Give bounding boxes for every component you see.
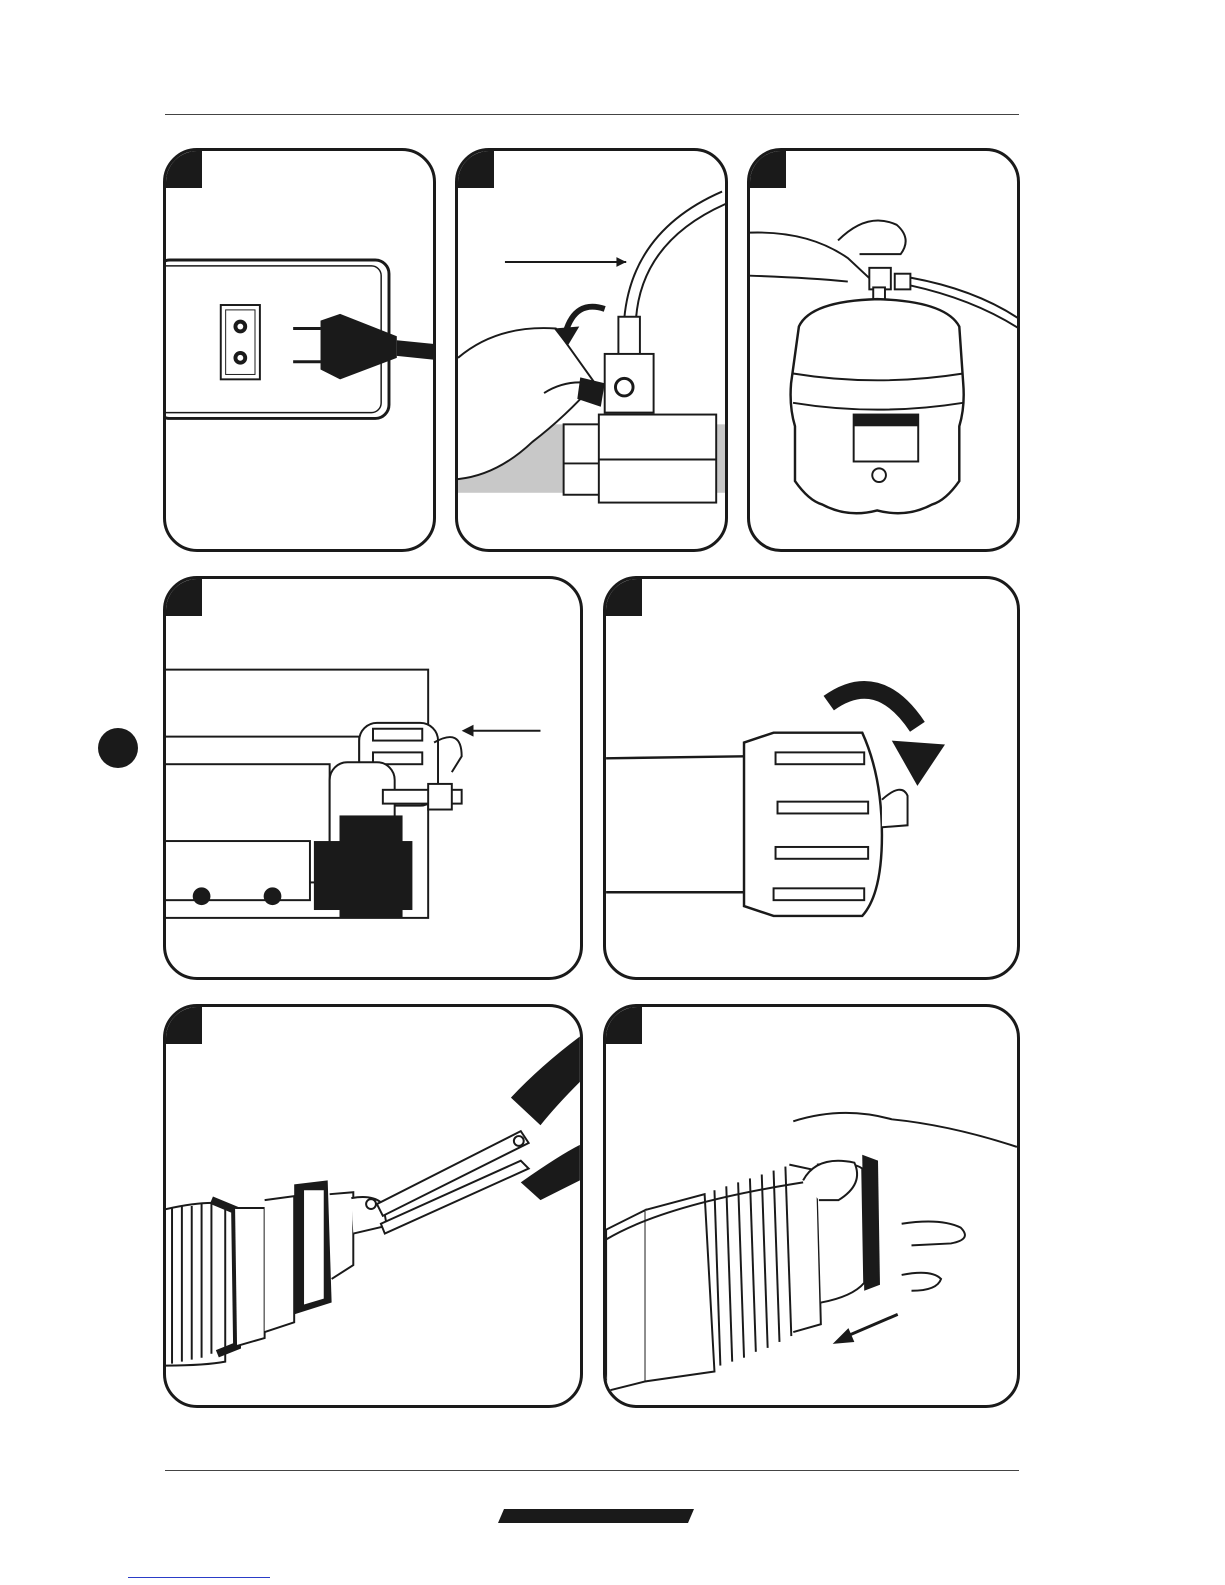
panel-unplug-power — [163, 148, 436, 552]
side-bullet-dot — [98, 728, 138, 768]
pliers-icon — [166, 1007, 580, 1405]
rotate-arrow-icon — [606, 579, 1017, 977]
panel-pull-cartridge — [603, 1004, 1020, 1408]
bottom-rule — [165, 1470, 1019, 1471]
panel-close-tank-valve — [747, 148, 1020, 552]
panel-pliers-cartridge — [163, 1004, 583, 1408]
panel-filter-housings — [163, 576, 583, 980]
power-plug-icon — [166, 151, 433, 549]
tank-valve-icon — [750, 151, 1017, 549]
valve-handle-icon — [458, 151, 725, 549]
filter-housing-icon — [166, 579, 580, 977]
pull-arrow-icon — [606, 1007, 1017, 1405]
top-rule — [165, 114, 1019, 115]
footer-logo-bar — [498, 1509, 694, 1523]
link-underline[interactable] — [128, 1577, 270, 1578]
panel-unscrew-housing — [603, 576, 1020, 980]
panel-close-feed-valve — [455, 148, 728, 552]
